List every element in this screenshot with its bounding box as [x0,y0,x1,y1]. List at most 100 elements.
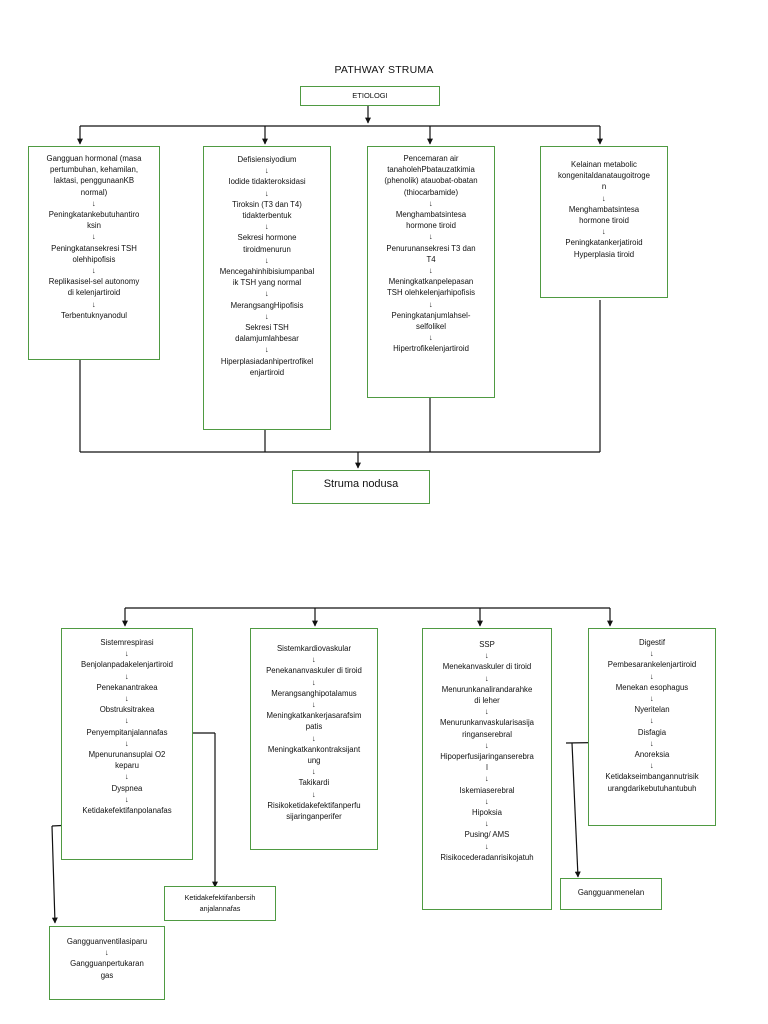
down-arrow-icon: ↓ [485,740,489,750]
flow-step-text: Gangguanpertukaran [70,959,144,969]
flow-step-text: di leher [474,696,500,706]
down-arrow-icon: ↓ [485,796,489,806]
down-arrow-icon: ↓ [265,289,269,299]
flow-step-text: Penurunansekresi T3 dan [386,243,476,253]
flow-step-text: Peningkatansekresi TSH [51,243,137,253]
flow-step-text: Peningkatankebutuhantiro [48,210,140,220]
flow-step-text: Ketidakseimbangannutrisik [605,772,699,782]
flow-step-text: Sistemkardiovaskular [276,644,352,653]
flow-step-text: Risikocederadanrisikojatuh [440,852,534,862]
flow-step-text: anjalannafas [199,904,241,914]
down-arrow-icon: ↓ [265,255,269,265]
flow-step-text: n [601,182,607,192]
down-arrow-icon: ↓ [429,299,433,309]
flow-step-text: Hipertrofikelenjartiroid [393,344,469,354]
ventilasi-box: Gangguanventilasiparu↓Gangguanpertukaran… [49,926,165,1000]
down-arrow-icon: ↓ [485,841,489,851]
flow-step-text: Merangsanghipotalamus [271,688,357,698]
flow-step-text: laktasi, penggunaanKB [53,176,135,186]
flow-step-text: Meningkatkankontraksijant [267,744,361,754]
flow-step-text: TSH olehkelenjarhipofisis [387,288,475,298]
flow-step-text: Ketidakefektifanpolanafas [82,806,172,816]
down-arrow-icon: ↓ [312,733,316,743]
down-arrow-icon: ↓ [125,649,129,659]
flow-step-text: keparu [115,761,139,771]
flow-step-text: Gangguan hormonal (masa [46,154,142,163]
flow-step-text: Pembesarankelenjartiroid [607,660,697,670]
etiologi-label: ETIOLOGI [352,91,388,100]
flow-step-text: normal) [80,187,108,197]
flow-step-text: Tiroksin (T3 dan T4) [232,199,302,209]
down-arrow-icon: ↓ [312,767,316,777]
flow-step-text: ksin [87,221,101,231]
flow-step-text: Hiperplasiadanhipertrofikel [220,356,314,366]
flow-step-text: Takikardi [298,778,330,788]
flow-step-text: tidakterbentuk [242,211,292,221]
flow-step-text: Terbentuknyanodul [61,310,127,320]
flow-step-text: enjartiroid [249,367,285,377]
flow-step-text: pertumbuhan, kehamilan, [50,165,138,175]
flow-step-text: Iodide tidakteroksidasi [228,177,306,187]
down-arrow-icon: ↓ [650,738,654,748]
flow-step-text: Risikoketidakefektifanperfu [267,800,361,810]
down-arrow-icon: ↓ [650,694,654,704]
flow-step-text: l [486,763,488,773]
flow-step-text: Iskemiaserebral [459,785,515,795]
down-arrow-icon: ↓ [265,311,269,321]
flow-step-text: Menghambatsintesa [395,210,467,220]
flow-step-text: Gangguanmenelan [577,888,645,897]
down-arrow-icon: ↓ [602,227,606,237]
flow-step-text: selfolikel [416,322,446,332]
flow-step-text: urangdarikebutuhantubuh [607,783,697,793]
flow-step-text: tiroidmenurun [243,244,291,254]
flow-step-text: Menekanvaskuler di tiroid [442,662,532,672]
flow-step-text: Sistemrespirasi [100,638,154,647]
down-arrow-icon: ↓ [125,738,129,748]
etiologi-box: ETIOLOGI [300,86,440,106]
down-arrow-icon: ↓ [485,651,489,661]
bersihan-jalan-nafas-box: Ketidakefektifanbersih anjalannafas [164,886,276,921]
flow-step-text: Penekanantrakea [96,682,158,692]
down-arrow-icon: ↓ [312,700,316,710]
system-box-ssp: SSP↓Menekanvaskuler di tiroid↓Menurunkan… [422,628,552,910]
flow-step-text: ung [307,756,321,766]
flow-step-text: Dyspnea [111,783,143,793]
flow-step-text: Menurunkanaliran​darahke [441,684,533,694]
down-arrow-icon: ↓ [485,774,489,784]
down-arrow-icon: ↓ [650,649,654,659]
down-arrow-icon: ↓ [429,198,433,208]
flow-step-text: Sekresi hormone [237,233,297,243]
flow-step-text: Penyempitanjalannafas [86,727,168,737]
flow-step-text: Ketidakefektifanbersih [184,893,256,902]
flow-step-text: Meningkatkankerjasarafsim [266,711,362,721]
down-arrow-icon: ↓ [602,193,606,203]
flow-step-text: Pusing/ AMS [464,830,510,840]
down-arrow-icon: ↓ [312,789,316,799]
down-arrow-icon: ↓ [485,707,489,717]
flow-step-text: Penekananvaskuler di tiroid [266,666,362,676]
struma-label: Struma nodusa [323,478,399,490]
struma-nodusa-box: Struma nodusa [292,470,430,504]
flow-step-text: patis [305,722,323,732]
flow-step-text: tanaholehPbatauzatkimia [387,165,475,175]
flow-step-text: olehhipofisis [72,254,116,264]
flow-step-text: dalamjumlahbesar [235,334,299,344]
flow-step-text: Menekan esophagus [615,682,689,692]
arrow-to-ventilasi [51,825,58,924]
down-arrow-icon: ↓ [265,166,269,176]
flow-step-text: Sekresi TSH [245,323,289,333]
flow-step-text: Defisiensiyodium [237,155,297,164]
flow-step-text: (thiocarbamide) [403,187,459,197]
down-arrow-icon: ↓ [650,761,654,771]
down-arrow-icon: ↓ [312,677,316,687]
down-arrow-icon: ↓ [125,671,129,681]
down-arrow-icon: ↓ [125,716,129,726]
flow-step-text: Menghambatsintesa [568,204,640,214]
system-box-digestif: Digestif↓Pembesarankelenjartiroid↓Meneka… [588,628,716,826]
flow-step-text: sijaringanperifer [286,812,342,822]
flow-step-text: (phenolik) atauobat-obatan [384,176,478,186]
cause-box-1: Gangguan hormonal (masa pertumbuhan, keha… [28,146,160,360]
down-arrow-icon: ↓ [125,794,129,804]
down-arrow-icon: ↓ [650,671,654,681]
flow-step-text: ik TSH yang normal [232,278,302,288]
